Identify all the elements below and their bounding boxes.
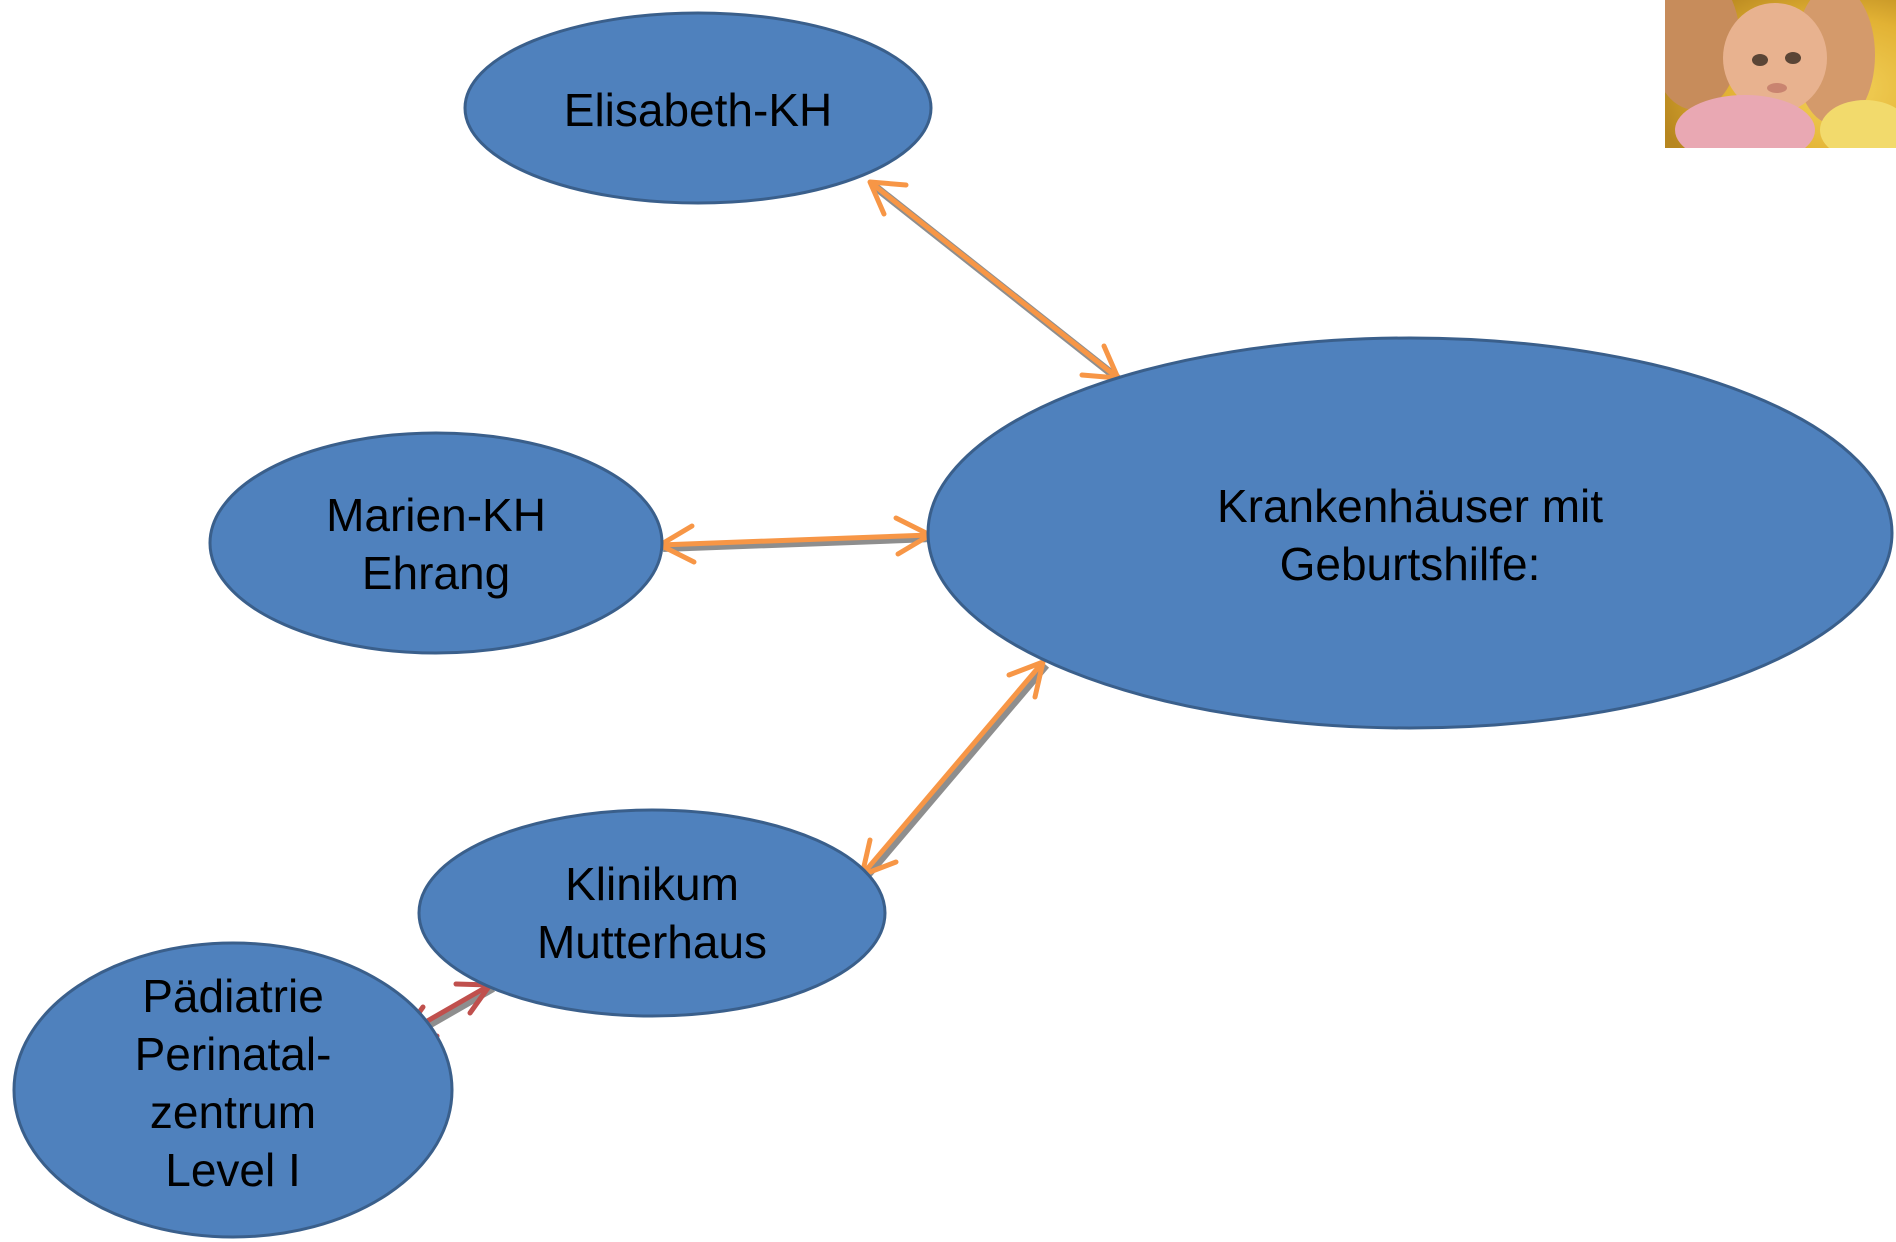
node-label-line: zentrum (149, 1086, 317, 1138)
node-label-line: Ehrang (361, 547, 511, 599)
edge-klinikum-krankenhaeuser (859, 659, 1050, 881)
edge-marien-krankenhaeuser (657, 515, 934, 565)
baby-photo-icon (1665, 0, 1896, 148)
edge-line (860, 660, 1045, 877)
node-label-line: Mutterhaus (536, 916, 768, 968)
node-krankenhaeuser (926, 336, 1894, 730)
node-label-line: Elisabeth-KH (563, 84, 833, 136)
node-label-line: Geburtshilfe: (1279, 538, 1541, 590)
arrowhead-start (657, 523, 697, 565)
node-label-line: Pädiatrie (142, 970, 324, 1022)
node-label-line: Marien-KH (326, 489, 546, 541)
node-label-paediatrie: Pädiatrie Perinatal- zentrum Level I (135, 967, 332, 1199)
node-label-elisabeth-kh: Elisabeth-KH (564, 81, 832, 139)
node-marien-kh (208, 431, 664, 655)
node-label-line: Perinatal- (134, 1028, 332, 1080)
node-label-marien-kh: Marien-KH Ehrang (326, 486, 546, 602)
node-label-line: Klinikum (565, 858, 739, 910)
node-label-krankenhaeuser: Krankenhäuser mit Geburtshilfe: (1217, 477, 1603, 593)
edge-line (868, 180, 1120, 380)
node-label-klinikum-mutterhaus: Klinikum Mutterhaus (537, 855, 767, 971)
node-klinikum-mutterhaus (417, 808, 887, 1018)
node-label-line: Level I (165, 1144, 301, 1196)
edge-elisabeth-krankenhaeuser (867, 179, 1124, 385)
arrowhead-end (1006, 659, 1046, 700)
node-elisabeth-kh (463, 11, 933, 205)
arrowhead-start (867, 179, 909, 217)
arrowhead-end (893, 515, 933, 557)
node-paediatrie (12, 941, 454, 1239)
node-layer (12, 11, 1894, 1239)
arrowhead-end (1079, 343, 1121, 381)
node-label-line: Krankenhäuser mit (1216, 480, 1604, 532)
edge-line (659, 532, 931, 548)
